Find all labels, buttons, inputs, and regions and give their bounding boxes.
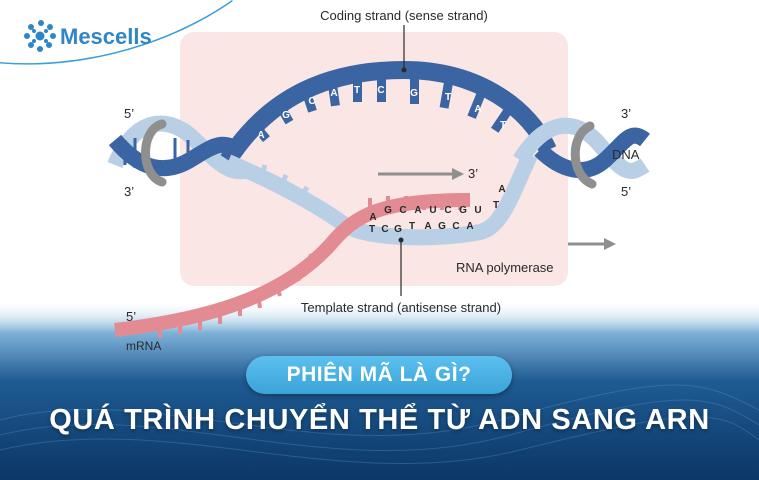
template-strand-teeth [259,164,310,198]
headline: QUÁ TRÌNH CHUYỂN THỂ TỪ ADN SANG ARN [49,404,710,436]
coding-base: G [410,88,418,99]
dna-label: DNA [612,147,640,162]
coding-base: C [377,85,384,96]
left-clamp [141,119,167,187]
template-base: C [452,221,459,232]
rna-base: U [474,205,481,216]
template-bases: T C G T A G C A [369,221,474,235]
question-text: PHIÊN MÃ LÀ GÌ? [286,363,472,386]
left-top-end-label: 5’ [124,106,134,121]
rna-base: C [444,205,451,216]
template-base: G [394,224,402,235]
rna-base: A [369,212,376,223]
rna-base: A [414,205,421,216]
right-helix-light [513,117,650,179]
coding-base: C [308,96,315,107]
rna-3prime-label: 3’ [468,166,478,181]
rna-base: A [498,184,505,195]
template-strand-label: Template strand (antisense strand) [301,300,501,315]
rna-strand [114,193,471,337]
template-base: A [424,221,431,232]
template-base: G [438,221,446,232]
rna-base: T [493,200,499,211]
template-base: T [409,221,415,232]
coding-base: T [354,85,360,96]
footer-wave-lines [0,384,759,465]
coding-bases: A G C A T C G T A T [257,85,506,141]
coding-base: G [282,110,290,121]
rna-base: G [384,205,392,216]
left-bottom-end-label: 3’ [124,184,134,199]
right-helix-dark [534,127,650,178]
rna-polymerase-box [180,32,568,286]
template-base: T [369,224,375,235]
left-helix-rungs [123,138,190,168]
question-pill: PHIÊN MÃ LÀ GÌ? [246,356,512,394]
coding-base: A [474,104,481,115]
coding-base: T [500,120,506,131]
rna-base: G [459,205,467,216]
rna-base: U [429,205,436,216]
coding-base: T [445,92,451,103]
polymerase-movement-arrow [568,238,616,250]
rna-strand-teeth [158,196,462,338]
right-bottom-end-label: 5’ [621,184,631,199]
brand-name: Mescells [60,24,152,49]
mescells-logo-icon [24,20,56,52]
rna-bases: A G C A U C G U A T [369,184,505,223]
coding-base: A [257,130,264,141]
rna-polymerase-label: RNA polymerase [456,260,554,275]
template-base: A [466,221,473,232]
transcription-direction-arrow [378,168,464,180]
rna-base: C [399,205,406,216]
coding-strand-leader-dot [401,67,407,73]
right-clamp [570,121,597,189]
coding-base: A [330,88,337,99]
brand-swoosh-fill [0,0,232,64]
right-top-end-label: 3’ [621,106,631,121]
coding-strand-label: Coding strand (sense strand) [320,8,488,23]
mrna-label: mRNA [126,339,161,353]
coding-strand-teeth [248,74,512,142]
template-strand-leader-dot [398,237,404,243]
template-base: C [381,224,388,235]
brand-header: Mescells [0,0,233,65]
template-strand [224,151,538,246]
mrna-5prime-label: 5’ [126,309,136,324]
